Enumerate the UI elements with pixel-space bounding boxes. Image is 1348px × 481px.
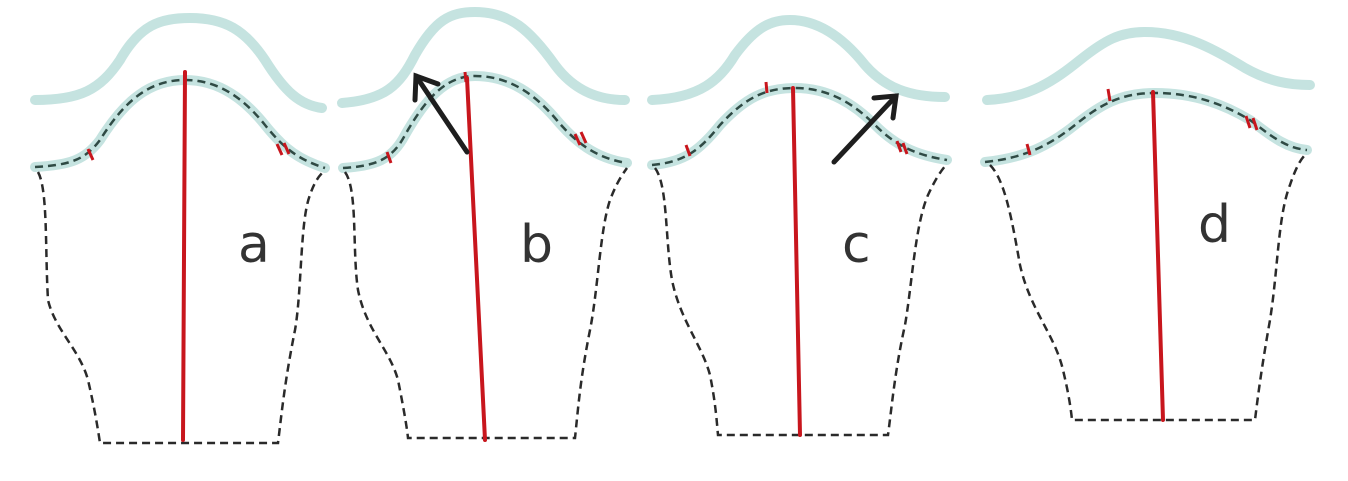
adjusted-cap-curve [647, 14, 950, 105]
panel-c: c [647, 14, 952, 437]
notch-marks [1025, 88, 1259, 156]
arrow-up-right-icon [831, 93, 899, 165]
sleeve-outline [343, 167, 629, 440]
adjusted-cap-curve [337, 6, 630, 108]
sleeve-outline [36, 169, 326, 445]
sleeve-outline [989, 154, 1306, 422]
cap-seamline [651, 86, 948, 167]
panel-a: a [30, 12, 330, 445]
cap-highlight [980, 87, 1312, 167]
panel-label: c [842, 215, 871, 275]
grainline [791, 86, 802, 437]
grainline [181, 70, 187, 442]
panel-label: a [238, 215, 270, 275]
grainline [1151, 90, 1165, 422]
adjusted-cap-curve [30, 12, 327, 113]
notch-marks [86, 142, 291, 161]
adjusted-cap-curve [982, 26, 1315, 105]
grainline [465, 76, 487, 442]
panel-label: b [520, 215, 553, 275]
panel-d: d [980, 26, 1315, 422]
sleeve-outline [653, 164, 947, 437]
panel-b: b [337, 6, 632, 442]
notch-marks [385, 71, 588, 164]
panel-label: d [1198, 195, 1231, 255]
cap-seamline [342, 74, 628, 170]
cap-highlight [647, 82, 952, 170]
notch-marks [684, 81, 909, 157]
arrow-up-left-icon [412, 72, 470, 155]
